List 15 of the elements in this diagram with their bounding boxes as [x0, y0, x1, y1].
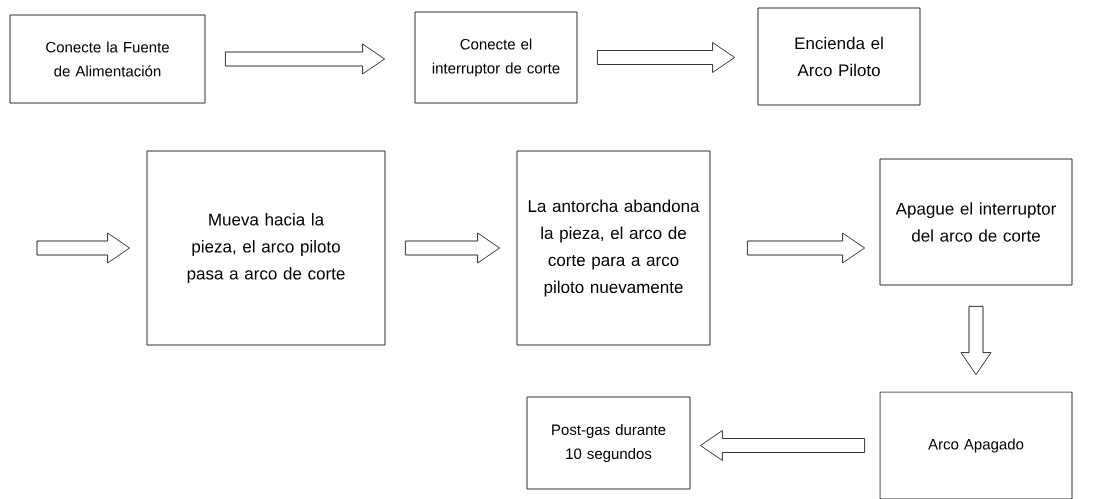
process-box: Mueva hacia la pieza, el arco piloto pasa a arco de corte	[146, 150, 386, 346]
block-arrow	[405, 232, 500, 264]
process-box: Conecte la Fuente de Alimentación	[9, 14, 206, 104]
process-box: Conecte el interruptor de corte	[414, 11, 578, 104]
block-arrow	[747, 232, 865, 264]
block-arrow	[36, 232, 130, 264]
process-box: Post-gas durante 10 segundos	[526, 396, 691, 490]
block-arrow	[225, 43, 385, 75]
block-arrow	[597, 42, 735, 73]
block-arrow	[700, 430, 865, 461]
process-box: Arco Apagado	[879, 391, 1073, 499]
block-arrow	[960, 306, 992, 375]
process-box: Encienda el Arco Piloto	[757, 7, 921, 106]
process-box: La antorcha abandona la pieza, el arco de corte para a arco piloto nuevamente	[516, 150, 711, 346]
process-box: Apague el interruptor del arco de corte	[879, 158, 1073, 286]
